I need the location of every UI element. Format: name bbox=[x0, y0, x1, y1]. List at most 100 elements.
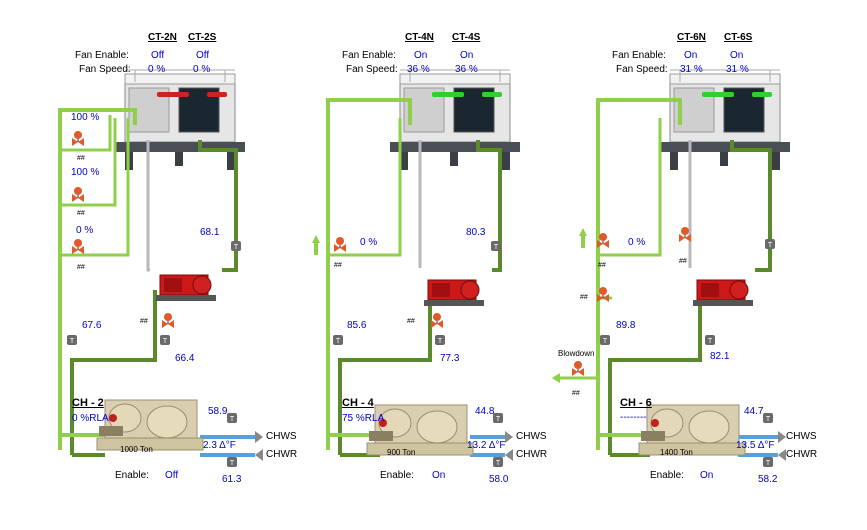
valve-tag: ## bbox=[77, 155, 85, 162]
chws-label: CHWS bbox=[266, 431, 297, 442]
chwr-temp: 58.2 bbox=[758, 474, 778, 485]
valve-tag: ## bbox=[140, 318, 148, 325]
chws-temp: 58.9 bbox=[208, 406, 228, 417]
sensor-icon bbox=[231, 241, 241, 251]
temp-cw-supply: 89.8 bbox=[616, 320, 636, 331]
blowdown-valve-icon[interactable] bbox=[571, 360, 585, 377]
enable-label: Enable: bbox=[115, 470, 149, 481]
plant-3 bbox=[552, 69, 791, 467]
fan-enable-label: Fan Enable: bbox=[612, 50, 666, 61]
sensor-icon bbox=[493, 457, 503, 467]
valve-tag: ## bbox=[77, 264, 85, 271]
chiller-tons: 900 Ton bbox=[387, 448, 416, 457]
chwr-label: CHWR bbox=[516, 449, 548, 460]
chws-label: CHWS bbox=[786, 431, 817, 442]
temp-cw-supply: 67.6 bbox=[82, 320, 102, 331]
valve-tag: ## bbox=[334, 262, 342, 269]
delta-t: 13.5 Δ°F bbox=[736, 440, 775, 451]
sensor-icon bbox=[435, 335, 445, 345]
sensor-icon bbox=[160, 335, 170, 345]
fan-speed-b-value[interactable]: 0 % bbox=[193, 64, 211, 75]
chwr-label: CHWR bbox=[266, 449, 298, 460]
sensor-icon bbox=[493, 413, 503, 423]
fan-enable-a-value[interactable]: On bbox=[684, 50, 698, 61]
sensor-icon bbox=[600, 335, 610, 345]
fan-speed-a-value[interactable]: 36 % bbox=[407, 64, 430, 75]
tower-b-header: CT-2S bbox=[188, 32, 217, 43]
enable-label: Enable: bbox=[650, 470, 684, 481]
valve-1-icon[interactable] bbox=[333, 236, 347, 253]
enable-value[interactable]: On bbox=[432, 470, 446, 481]
enable-label: Enable: bbox=[380, 470, 414, 481]
sensor-icon bbox=[227, 413, 237, 423]
valve-tag: ## bbox=[407, 318, 415, 325]
valve-1-icon[interactable] bbox=[71, 130, 85, 147]
chws-label: CHWS bbox=[516, 431, 547, 442]
temp-pump: 77.3 bbox=[440, 353, 460, 364]
fan-enable-label: Fan Enable: bbox=[342, 50, 396, 61]
delta-t: 13.2 Δ°F bbox=[467, 440, 506, 451]
chiller-tons: 1400 Ton bbox=[660, 448, 693, 457]
fan-ct-2n-icon[interactable] bbox=[157, 92, 189, 97]
sensor-icon bbox=[67, 335, 77, 345]
chws-temp: 44.8 bbox=[475, 406, 495, 417]
fan-speed-a-value[interactable]: 31 % bbox=[680, 64, 703, 75]
plant-2 bbox=[312, 69, 521, 467]
pipe-bypass bbox=[58, 108, 137, 450]
tower-a-header: CT-6N bbox=[677, 32, 706, 43]
temp-cw-return: 80.3 bbox=[466, 227, 486, 238]
fan-enable-b-value[interactable]: On bbox=[460, 50, 474, 61]
tower-b-header: CT-6S bbox=[724, 32, 753, 43]
valve-1-pct: 0 % bbox=[628, 237, 646, 248]
fan-enable-b-value[interactable]: On bbox=[730, 50, 744, 61]
pump-valve-icon[interactable] bbox=[161, 312, 175, 329]
chiller-rla: 75 %RLA bbox=[342, 413, 385, 424]
sensor-icon bbox=[333, 335, 343, 345]
sensor-icon bbox=[763, 413, 773, 423]
tower-a-header: CT-2N bbox=[148, 32, 177, 43]
tower-a-header: CT-4N bbox=[405, 32, 434, 43]
valve-1-pct: 100 % bbox=[71, 112, 100, 123]
fan-speed-label: Fan Speed: bbox=[616, 64, 668, 75]
fan-enable-a-value[interactable]: Off bbox=[151, 50, 165, 61]
sensor-icon bbox=[763, 457, 773, 467]
pump-icon[interactable] bbox=[423, 279, 485, 307]
valve-tag: ## bbox=[598, 262, 606, 269]
valve-2-icon[interactable] bbox=[71, 186, 85, 203]
fan-speed-b-value[interactable]: 36 % bbox=[455, 64, 478, 75]
valve-tag: ## bbox=[572, 390, 580, 397]
fan-speed-a-value[interactable]: 0 % bbox=[148, 64, 166, 75]
fan-enable-b-value[interactable]: Off bbox=[196, 50, 210, 61]
chiller-tons: 1000 Ton bbox=[120, 445, 153, 454]
delta-t: 2.3 Δ°F bbox=[203, 440, 236, 451]
temp-cw-supply: 85.6 bbox=[347, 320, 367, 331]
valve-tag: ## bbox=[679, 258, 687, 265]
plant-1 bbox=[58, 69, 263, 467]
chwr-label: CHWR bbox=[786, 449, 818, 460]
enable-value[interactable]: Off bbox=[165, 470, 179, 481]
chiller-ch2-icon[interactable] bbox=[96, 399, 204, 451]
chiller-title: CH - 4 bbox=[342, 397, 374, 409]
chiller-title: CH - 6 bbox=[620, 397, 652, 409]
enable-value[interactable]: On bbox=[700, 470, 714, 481]
blowdown-label: Blowdown bbox=[558, 349, 595, 358]
pump-icon[interactable] bbox=[692, 279, 754, 307]
chwr-temp: 61.3 bbox=[222, 474, 242, 485]
temp-pump: 82.1 bbox=[710, 351, 730, 362]
fan-speed-b-value[interactable]: 31 % bbox=[726, 64, 749, 75]
fan-ct-2s-icon[interactable] bbox=[207, 92, 227, 97]
fan-ct-6s-icon[interactable] bbox=[752, 92, 772, 97]
fan-enable-a-value[interactable]: On bbox=[414, 50, 428, 61]
pump-icon[interactable] bbox=[155, 274, 217, 302]
pump-valve-icon[interactable] bbox=[430, 312, 444, 329]
valve-3-pct: 0 % bbox=[76, 225, 94, 236]
fan-ct-6n-icon[interactable] bbox=[702, 92, 734, 97]
chwr-temp: 58.0 bbox=[489, 474, 509, 485]
fan-ct-4n-icon[interactable] bbox=[432, 92, 464, 97]
tower-b-header: CT-4S bbox=[452, 32, 481, 43]
chiller-rla: -------- bbox=[620, 412, 647, 423]
valve-3-icon[interactable] bbox=[71, 238, 85, 255]
chws-temp: 44.7 bbox=[744, 406, 764, 417]
fan-ct-4s-icon[interactable] bbox=[482, 92, 502, 97]
